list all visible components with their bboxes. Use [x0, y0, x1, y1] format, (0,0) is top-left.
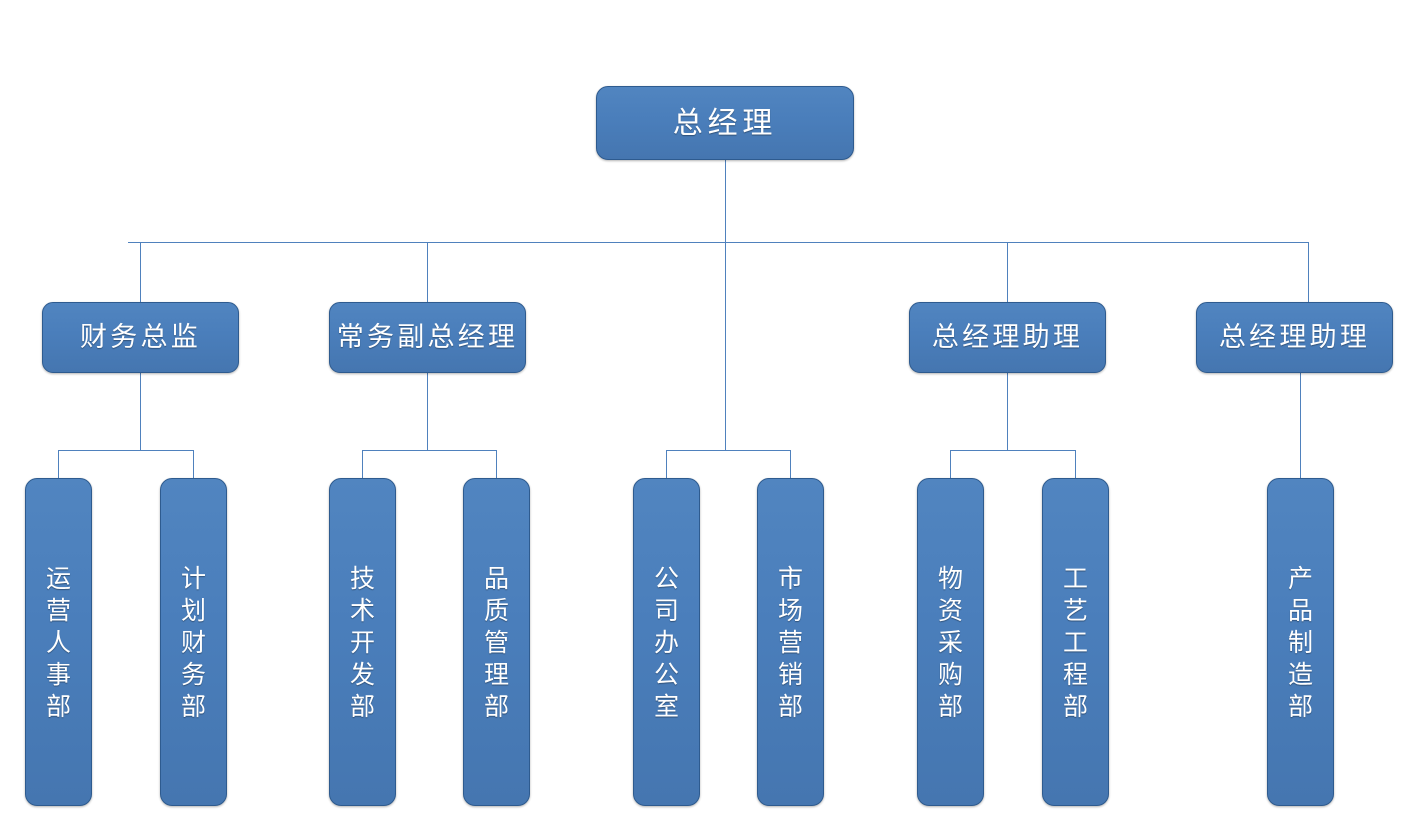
connector-asst1-stem [1007, 373, 1008, 450]
connector-level2-bus [128, 242, 1309, 243]
node-label: 物 资 采 购 部 [937, 566, 963, 721]
node-label: 运 营 人 事 部 [45, 566, 71, 721]
node-gm-assistant-2[interactable]: 总经理助理 [1196, 302, 1393, 373]
node-gm-assistant-1[interactable]: 总经理助理 [909, 302, 1106, 373]
node-quality-management-dept[interactable]: 品 质 管 理 部 [463, 478, 530, 806]
connector-root-trunk [725, 160, 726, 450]
node-general-manager[interactable]: 总经理 [596, 86, 854, 160]
node-executive-deputy-gm[interactable]: 常务副总经理 [329, 302, 526, 373]
connector-evp-stem [427, 373, 428, 450]
connector-bus-to-cfo [140, 242, 141, 302]
node-product-manufacturing-dept[interactable]: 产 品 制 造 部 [1267, 478, 1334, 806]
node-operations-hr-dept[interactable]: 运 营 人 事 部 [25, 478, 92, 806]
node-materials-procurement-dept[interactable]: 物 资 采 购 部 [917, 478, 984, 806]
connector-bus-to-asst1 [1007, 242, 1008, 302]
node-cfo[interactable]: 财务总监 [42, 302, 239, 373]
node-label: 财务总监 [80, 321, 201, 352]
connector-cfo-to-ops-hr [58, 450, 59, 480]
connector-cfo-to-fin-plan [193, 450, 194, 480]
connector-cfo-stem [140, 373, 141, 450]
node-label: 总经理 [672, 106, 778, 140]
node-planning-finance-dept[interactable]: 计 划 财 务 部 [160, 478, 227, 806]
node-label: 工 艺 工 程 部 [1062, 566, 1088, 721]
connector-asst1-to-process [1075, 450, 1076, 480]
connector-asst1-bus [950, 450, 1076, 451]
connector-gm-direct-bus [666, 450, 791, 451]
connector-gm-to-office [666, 450, 667, 480]
node-label: 产 品 制 造 部 [1287, 566, 1313, 721]
node-label: 总经理助理 [1218, 321, 1371, 352]
connector-evp-to-quality [496, 450, 497, 480]
connector-gm-to-marketing [790, 450, 791, 480]
node-label: 总经理助理 [931, 321, 1084, 352]
connector-bus-to-asst2 [1308, 242, 1309, 302]
node-process-engineering-dept[interactable]: 工 艺 工 程 部 [1042, 478, 1109, 806]
node-label: 常务副总经理 [336, 321, 519, 352]
connector-asst1-to-purchase [950, 450, 951, 480]
node-technology-development-dept[interactable]: 技 术 开 发 部 [329, 478, 396, 806]
connector-evp-bus [362, 450, 497, 451]
connector-evp-to-tech-dev [362, 450, 363, 480]
node-label: 技 术 开 发 部 [349, 566, 375, 721]
connector-bus-to-evp [427, 242, 428, 302]
node-label: 公 司 办 公 室 [653, 566, 679, 721]
node-label: 计 划 财 务 部 [180, 566, 206, 721]
node-company-office[interactable]: 公 司 办 公 室 [633, 478, 700, 806]
connector-asst2-to-manufact [1300, 373, 1301, 480]
node-label: 市 场 营 销 部 [777, 566, 803, 721]
node-marketing-dept[interactable]: 市 场 营 销 部 [757, 478, 824, 806]
node-label: 品 质 管 理 部 [483, 566, 509, 721]
connector-cfo-bus [58, 450, 194, 451]
